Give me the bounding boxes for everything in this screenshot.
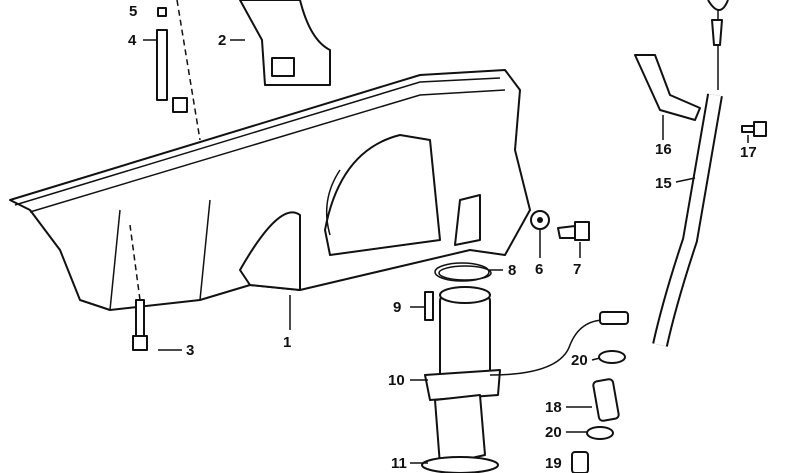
washer-6 [530,210,550,230]
callout-7: 7 [573,261,582,278]
callout-16: 16 [655,141,672,158]
hose-18 [592,378,620,422]
callout-9: 9 [393,299,402,316]
callout-4: 4 [128,32,137,49]
leader-lines [143,39,749,464]
bolt-7 [557,221,590,241]
callout-11: 11 [391,455,407,472]
sensor-plug [599,311,629,325]
callout-10: 10 [388,372,405,389]
callout-3: 3 [186,342,195,359]
callout-6: 6 [535,261,544,278]
callout-18: 18 [545,399,562,416]
clamp-20-lower [586,426,614,440]
callout-5: 5 [129,3,138,20]
baffle-part-2 [239,0,331,86]
callout-2: 2 [218,32,227,49]
callout-19: 19 [545,455,562,472]
bolt-17 [741,121,767,137]
clamp-20-upper [598,350,626,364]
sensor-cable [489,319,606,376]
bolt-4 [156,0,201,141]
callout-20-lower: 20 [545,424,562,441]
callout-17: 17 [740,144,757,161]
callout-20-upper: 20 [571,352,588,369]
o-ring-8 [434,262,490,282]
callout-8: 8 [508,262,517,279]
part-19 [571,451,589,473]
bolt-3 [129,224,148,351]
dipstick-tube [652,0,729,347]
callout-15: 15 [655,175,672,192]
bracket-16 [634,54,701,121]
oil-pan [9,69,531,311]
callout-1: 1 [283,334,292,351]
oil-pickup [421,265,501,473]
